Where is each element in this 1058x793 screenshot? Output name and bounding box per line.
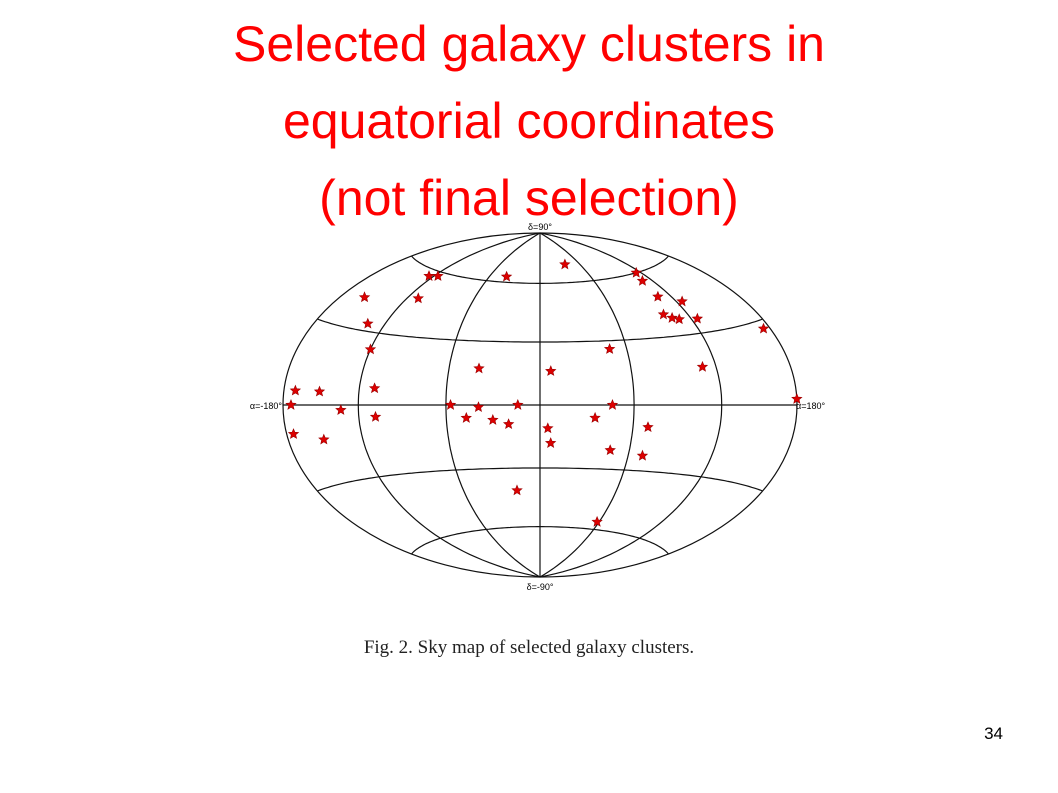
meridian-line xyxy=(539,232,635,578)
figure-caption: Fig. 2. Sky map of selected galaxy clust… xyxy=(363,637,695,658)
cluster-marker xyxy=(636,449,649,461)
title-line-1: Selected galaxy clusters in xyxy=(233,16,825,72)
cluster-marker xyxy=(545,365,557,376)
cluster-marker xyxy=(318,433,330,445)
slide-title: Selected galaxy clusters in equatorial c… xyxy=(0,6,1058,237)
cluster-marker xyxy=(696,360,709,372)
grid-labels: δ=90° δ=-90° α=-180° α=180° xyxy=(250,222,826,592)
cluster-marker xyxy=(542,422,554,434)
cluster-marker xyxy=(472,401,485,413)
cluster-marker xyxy=(589,411,601,423)
cluster-marker xyxy=(364,343,377,355)
cluster-marker xyxy=(544,437,557,448)
cluster-marker xyxy=(460,412,472,423)
cluster-marker xyxy=(285,399,297,410)
cluster-marker xyxy=(487,414,499,425)
cluster-marker xyxy=(630,266,642,278)
cluster-marker xyxy=(642,421,654,433)
cluster-marker xyxy=(502,418,515,430)
cluster-marker xyxy=(369,410,382,422)
cluster-marker xyxy=(313,385,326,397)
cluster-marker xyxy=(666,311,678,323)
cluster-marker xyxy=(512,399,524,410)
cluster-marker xyxy=(289,384,302,396)
cluster-marker xyxy=(604,444,616,456)
cluster-marker xyxy=(652,290,664,302)
cluster-marker xyxy=(603,343,616,354)
title-line-3: (not final selection) xyxy=(319,170,739,226)
cluster-marker xyxy=(511,484,523,496)
cluster-marker xyxy=(606,399,619,410)
sky-map: δ=90° δ=-90° α=-180° α=180° xyxy=(250,222,826,592)
cluster-marker xyxy=(473,362,485,374)
cluster-marker xyxy=(368,382,381,394)
ra-min-label: α=-180° xyxy=(250,401,282,411)
cluster-marker xyxy=(591,515,603,527)
cluster-markers xyxy=(285,258,803,527)
cluster-marker xyxy=(791,393,803,404)
cluster-marker xyxy=(287,428,300,439)
meridian-line xyxy=(445,232,541,578)
cluster-marker xyxy=(757,322,770,334)
meridian-line xyxy=(357,232,541,578)
cluster-marker xyxy=(444,399,457,410)
cluster-marker xyxy=(500,270,513,282)
ra-max-label: α=180° xyxy=(796,401,825,411)
page-number: 34 xyxy=(984,724,1003,743)
cluster-marker xyxy=(412,292,424,304)
coordinate-grid xyxy=(282,232,798,578)
cluster-marker xyxy=(432,270,444,281)
south-pole-label: δ=-90° xyxy=(527,582,554,592)
cluster-marker xyxy=(691,312,704,324)
cluster-marker xyxy=(673,313,685,325)
north-pole-label: δ=90° xyxy=(528,222,552,232)
cluster-marker xyxy=(676,295,688,307)
cluster-marker xyxy=(657,308,670,320)
cluster-marker xyxy=(358,291,371,303)
title-line-2: equatorial coordinates xyxy=(283,93,775,149)
cluster-marker xyxy=(559,258,571,270)
cluster-marker xyxy=(636,274,649,286)
cluster-marker xyxy=(362,317,374,329)
cluster-marker xyxy=(335,404,347,415)
